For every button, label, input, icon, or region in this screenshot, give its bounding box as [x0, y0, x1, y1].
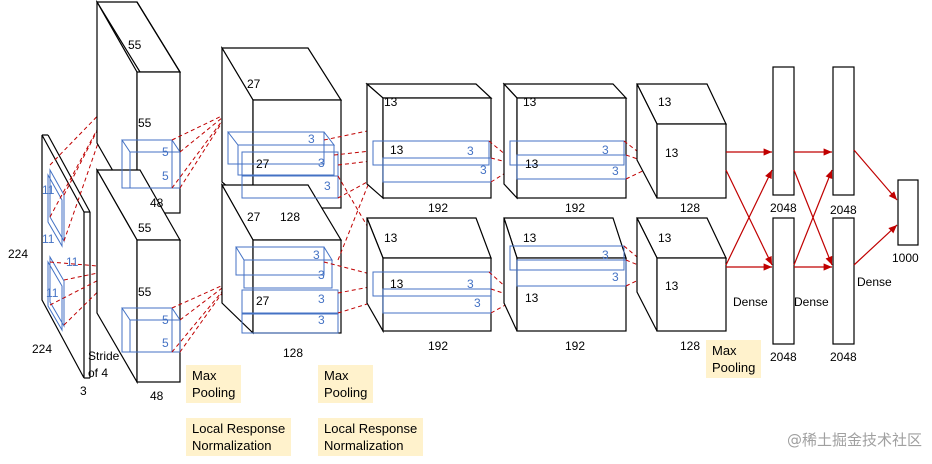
conv2-bottom-inner: 27 — [256, 294, 270, 308]
input-kernel-label-a: 11 — [42, 183, 55, 197]
input-kernel-label-b: 11 — [42, 232, 55, 246]
conv3-kernels — [372, 140, 492, 314]
conv3-top-inner: 13 — [390, 143, 404, 157]
dense-label-3: Dense — [857, 275, 892, 289]
conv4-top-block — [502, 82, 628, 200]
fc1-bottom — [772, 217, 795, 345]
fc2-top-units: 2048 — [830, 203, 857, 217]
conv2-kernel-e: 3 — [318, 268, 325, 282]
conv2-kernel-a: 3 — [308, 132, 315, 146]
conv5-bottom-block — [636, 217, 727, 332]
input-layer — [41, 134, 91, 379]
conv1-kernel-a: 5 — [162, 145, 169, 159]
conv1-kernel-d: 5 — [162, 336, 169, 350]
conv1-bottom-depth: 48 — [150, 389, 164, 403]
fc2-bottom-units: 2048 — [830, 350, 857, 364]
dense-label-2: Dense — [794, 295, 829, 309]
input-width-label: 224 — [32, 342, 52, 356]
conv2-kernel-d: 3 — [313, 248, 320, 262]
conv4-kernels — [509, 140, 627, 287]
fc3-output — [897, 179, 919, 246]
conv2-top-inner: 27 — [256, 157, 270, 171]
conv3-kernel-c: 3 — [467, 277, 474, 291]
conv3-kernel-d: 3 — [474, 296, 481, 310]
conv2-top-h-lower: 27 — [247, 210, 261, 224]
fc1-top — [772, 66, 795, 196]
note-lrn-1: Local Response Normalization — [186, 418, 292, 456]
conv1-bottom-height: 55 — [138, 221, 152, 235]
conv5-bottom-inner: 13 — [665, 279, 679, 293]
fc1-top-units: 2048 — [770, 201, 797, 215]
conv1-top-height: 55 — [128, 38, 142, 52]
conv2-bottom-block — [220, 182, 343, 335]
conv2-kernel-c: 3 — [324, 179, 331, 193]
watermark: @稀土掘金技术社区 — [786, 431, 922, 449]
conv2-kernels — [226, 131, 339, 334]
fc1-bottom-units: 2048 — [770, 350, 797, 364]
conv5-top-depth: 128 — [680, 201, 700, 215]
conv3-top-depth: 192 — [428, 201, 448, 215]
conv3-bottom-height: 13 — [384, 231, 398, 245]
conv2-bottom-depth: 128 — [283, 346, 303, 360]
input-kernel-label-d: 11 — [46, 286, 59, 300]
conv1-kernels — [121, 139, 181, 353]
conv5-bottom-height: 13 — [658, 231, 672, 245]
dense-label-1: Dense — [733, 295, 768, 309]
fc3-output-units: 1000 — [892, 251, 919, 265]
conv5-top-block — [636, 83, 727, 199]
conv3-kernel-a: 3 — [467, 144, 474, 158]
conv4-kernel-d: 3 — [612, 270, 619, 284]
conv3-top-block — [365, 82, 493, 200]
note-max-pooling-2: Max Pooling — [318, 365, 374, 403]
input-channels-label: 3 — [80, 384, 87, 398]
conv4-top-height: 13 — [523, 95, 537, 109]
conv1-bottom-block — [95, 167, 182, 385]
conv5-bottom-depth: 128 — [680, 339, 700, 353]
conv4-bottom-inner: 13 — [525, 291, 539, 305]
fc-layers — [772, 66, 919, 345]
conv1-bottom-inner: 55 — [138, 285, 152, 299]
conv4-bottom-height: 13 — [523, 231, 537, 245]
conv4-bottom-depth: 192 — [565, 339, 585, 353]
conv3-bottom-block — [366, 217, 492, 334]
note-max-pooling-1: Max Pooling — [186, 365, 242, 403]
conv4-top-inner: 13 — [525, 157, 539, 171]
conv4-top-depth: 192 — [565, 201, 585, 215]
conv2-kernel-f: 3 — [318, 292, 325, 306]
conv5-top-height: 13 — [658, 95, 672, 109]
input-height-label: 224 — [8, 247, 28, 261]
note-lrn-2: Local Response Normalization — [318, 418, 424, 456]
fc-arrows — [725, 148, 898, 271]
conv2-top-depth: 128 — [280, 210, 300, 224]
conv2-kernel-b: 3 — [318, 156, 325, 170]
conv1-to-conv2-links — [171, 112, 231, 353]
conv1-kernel-b: 5 — [162, 169, 169, 183]
input-kernel-label-c: 11 — [66, 255, 79, 269]
conv2-top-height: 27 — [247, 77, 261, 91]
fc2-top — [832, 66, 855, 196]
conv5-top-inner: 13 — [665, 146, 679, 160]
conv2-kernel-g: 3 — [318, 313, 325, 327]
conv1-top-block — [95, 0, 182, 216]
conv4-kernel-b: 3 — [612, 164, 619, 178]
conv1-top-inner: 55 — [138, 116, 152, 130]
note-max-pooling-3: Max Pooling — [706, 340, 762, 378]
conv4-kernel-c: 3 — [602, 248, 609, 262]
conv4-kernel-a: 3 — [602, 143, 609, 157]
fc2-bottom — [832, 217, 855, 345]
conv3-bottom-inner: 13 — [390, 277, 404, 291]
conv3-top-height: 13 — [384, 95, 398, 109]
conv3-kernel-b: 3 — [480, 163, 487, 177]
conv3-bottom-depth: 192 — [428, 339, 448, 353]
conv1-top-depth: 48 — [150, 196, 164, 210]
conv1-kernel-c: 5 — [162, 313, 169, 327]
